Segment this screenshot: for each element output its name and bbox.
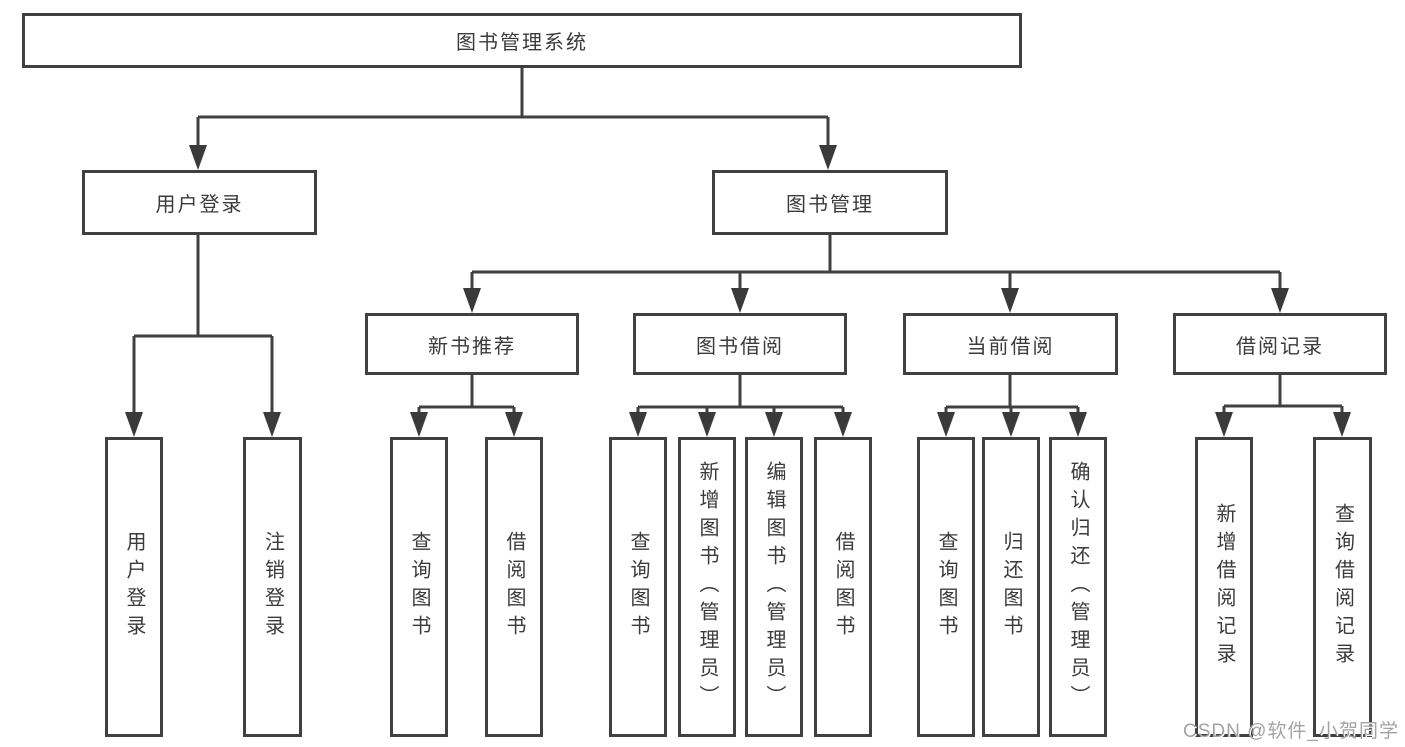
leaf-user-login-label: 用户登录 <box>123 531 145 643</box>
node-user-login: 用户登录 <box>82 170 317 235</box>
leaf-borrow-books-2-label: 借阅图书 <box>832 531 854 643</box>
leaf-query-borrow-record: 查询借阅记录 <box>1313 437 1372 737</box>
connectors-user-login-children <box>125 235 281 437</box>
connectors-level2 <box>189 68 837 170</box>
watermark: CSDN @软件_小贺同学 <box>1183 721 1399 742</box>
leaf-confirm-return-admin: 确认归还（管理员） <box>1049 437 1107 737</box>
leaf-add-borrow-record-label: 新增借阅记录 <box>1213 503 1235 671</box>
node-library-system-label: 图书管理系统 <box>456 32 588 54</box>
node-library-system: 图书管理系统 <box>22 13 1022 68</box>
leaf-confirm-return-admin-label: 确认归还（管理员） <box>1067 461 1089 713</box>
leaf-query-books-3-label: 查询图书 <box>935 531 957 643</box>
node-user-login-label: 用户登录 <box>155 194 244 216</box>
node-book-borrowing-label: 图书借阅 <box>696 335 784 358</box>
node-book-management: 图书管理 <box>712 170 948 235</box>
leaf-borrow-books-1-label: 借阅图书 <box>503 531 525 643</box>
leaf-add-borrow-record: 新增借阅记录 <box>1195 437 1253 737</box>
leaf-query-books-2: 查询图书 <box>609 437 667 737</box>
leaf-edit-book-admin: 编辑图书（管理员） <box>745 437 803 737</box>
node-current-borrowing-label: 当前借阅 <box>966 335 1055 358</box>
leaf-query-books-2-label: 查询图书 <box>627 531 649 643</box>
node-current-borrowing: 当前借阅 <box>903 313 1118 375</box>
connectors-current-borrowing-children <box>937 375 1087 437</box>
connectors-borrowing-records-children <box>1215 375 1351 437</box>
leaf-add-book-admin: 新增图书（管理员） <box>678 437 736 737</box>
leaf-logout-label: 注销登录 <box>261 531 284 643</box>
leaf-query-books-1: 查询图书 <box>390 437 448 737</box>
node-book-management-label: 图书管理 <box>786 194 874 216</box>
leaf-add-book-admin-label: 新增图书（管理员） <box>696 461 718 713</box>
leaf-return-book: 归还图书 <box>982 437 1040 737</box>
node-borrowing-records-label: 借阅记录 <box>1236 335 1324 358</box>
connectors-new-book-children <box>410 375 523 437</box>
leaf-edit-book-admin-label: 编辑图书（管理员） <box>763 461 785 713</box>
leaf-query-borrow-record-label: 查询借阅记录 <box>1331 503 1354 671</box>
node-borrowing-records: 借阅记录 <box>1173 313 1387 375</box>
leaf-user-login: 用户登录 <box>105 437 163 737</box>
leaf-return-book-label: 归还图书 <box>1000 531 1022 643</box>
leaf-query-books-1-label: 查询图书 <box>408 531 430 643</box>
leaf-logout: 注销登录 <box>243 437 302 737</box>
leaf-borrow-books-1: 借阅图书 <box>485 437 543 737</box>
node-new-book-recommend: 新书推荐 <box>365 313 579 375</box>
connectors-book-borrowing-children <box>629 375 852 437</box>
connectors-level3 <box>463 235 1289 313</box>
node-book-borrowing: 图书借阅 <box>633 313 847 375</box>
node-new-book-recommend-label: 新书推荐 <box>428 335 516 358</box>
leaf-query-books-3: 查询图书 <box>917 437 975 737</box>
leaf-borrow-books-2: 借阅图书 <box>814 437 872 737</box>
